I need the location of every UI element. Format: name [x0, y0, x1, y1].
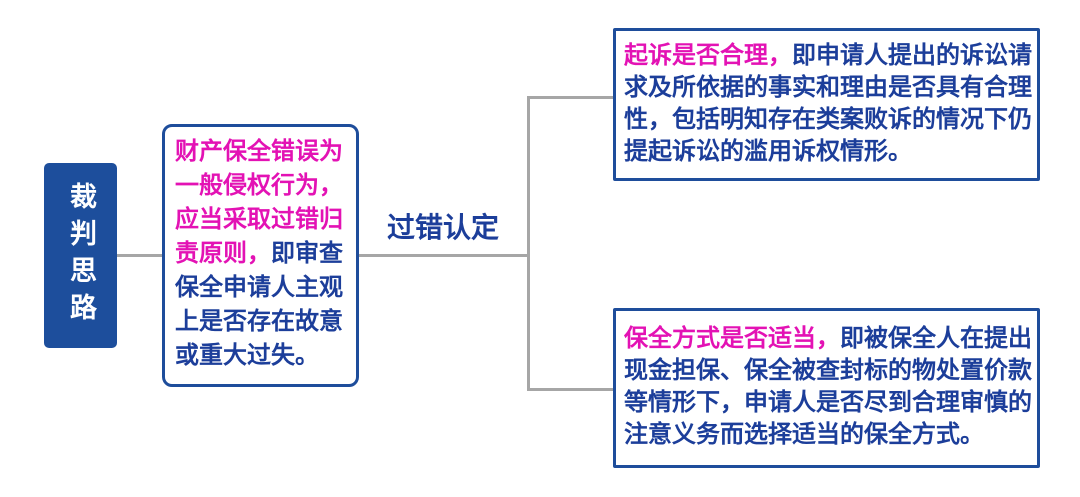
bottom-branch-body-text: 即被保全人在提出现金担保、保全被查封标的物处置价款等情形下，申请人是否尽到合理审…: [624, 325, 1032, 448]
root-node-label: 裁判思路: [66, 181, 96, 330]
root-node: 裁判思路: [44, 163, 117, 348]
top-branch-body-text: 即申请人提出的诉讼请求及所依据的事实和理由是否具有合理性，包括明知存在类案败诉的…: [624, 42, 1032, 165]
connector-premise-to-branch: [359, 254, 530, 257]
connector-to-bottom-box: [527, 388, 614, 391]
premise-body-text: 即审查保全申请人主观上是否存在故意或重大过失。: [175, 240, 343, 369]
bottom-branch-highlight-text: 保全方式是否适当，: [624, 325, 840, 352]
connector-to-top-box: [527, 96, 614, 99]
bottom-branch-box: 保全方式是否适当，即被保全人在提出现金担保、保全被查封标的物处置价款等情形下，申…: [613, 308, 1040, 468]
connector-branch-vertical: [527, 96, 530, 391]
premise-box: 财产保全错误为一般侵权行为，应当采取过错归责原则，即审查保全申请人主观上是否存在…: [162, 124, 359, 387]
top-branch-highlight-text: 起诉是否合理，: [624, 42, 792, 69]
connector-root-to-premise: [117, 254, 162, 257]
top-branch-box: 起诉是否合理，即申请人提出的诉讼请求及所依据的事实和理由是否具有合理性，包括明知…: [613, 28, 1040, 181]
premise-highlight-text: 财产保全错误为一般侵权行为，应当采取过错归责原则，: [175, 138, 343, 267]
branch-label: 过错认定: [387, 212, 500, 243]
